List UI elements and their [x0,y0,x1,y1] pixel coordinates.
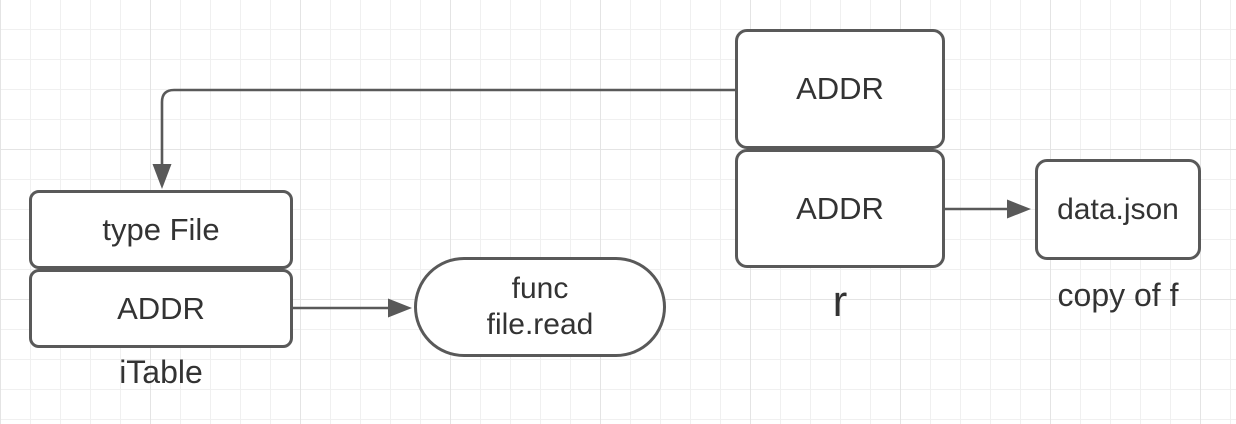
node-func-file-read[interactable]: func file.read [414,257,666,357]
connector-r-addr-to-type-file[interactable] [152,88,736,189]
node-itable-addr-label: ADDR [117,290,205,326]
node-type-file-label: type File [102,211,220,247]
label-r[interactable]: r [832,277,848,326]
label-itable[interactable]: iTable [119,354,203,390]
label-copy-of-f[interactable]: copy of f [1057,277,1179,313]
node-type-file[interactable]: type File [29,190,293,269]
node-r-addr-bottom[interactable]: ADDR [735,149,945,268]
arrowhead-down [152,164,172,189]
func-line2: file.read [486,308,594,341]
func-line1: func [511,272,569,305]
connector-r-addr-to-data-json[interactable] [945,199,1031,219]
node-func-file-read-label: func file.read [487,271,594,343]
node-r-addr-top[interactable]: ADDR [735,29,945,149]
node-itable-addr[interactable]: ADDR [29,269,293,348]
node-r-addr-bottom-label: ADDR [796,190,884,226]
node-data-json[interactable]: data.json [1035,159,1201,260]
node-r-addr-top-label: ADDR [796,71,884,107]
arrowhead-right [1007,199,1031,219]
node-data-json-label: data.json [1057,192,1179,226]
connector-itable-addr-to-func[interactable] [293,298,412,318]
arrowhead-right [388,298,412,318]
